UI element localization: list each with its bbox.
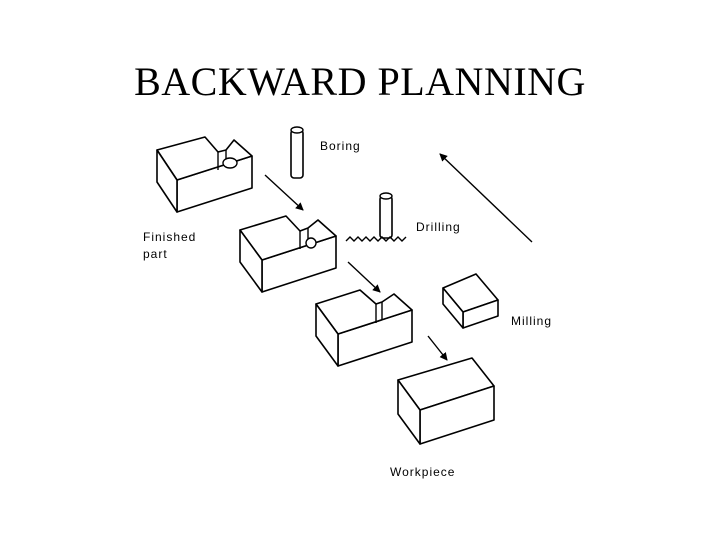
small-hole-icon xyxy=(305,237,317,249)
milled-chunk-block xyxy=(442,273,499,329)
label-milling: Milling xyxy=(511,314,552,328)
bored-part-block xyxy=(239,215,337,293)
arrow-drilling xyxy=(347,261,381,293)
drilled-part-block xyxy=(315,289,413,367)
label-part: part xyxy=(143,247,168,261)
boring-tool xyxy=(290,126,304,179)
slide-title: BACKWARD PLANNING xyxy=(134,59,586,104)
label-boring: Boring xyxy=(320,139,361,153)
label-workpiece: Workpiece xyxy=(390,465,455,479)
hole-icon xyxy=(222,157,238,169)
workpiece-block xyxy=(397,357,495,445)
label-drilling: Drilling xyxy=(416,220,461,234)
arrow-boring xyxy=(264,174,304,211)
finished-part-block xyxy=(156,136,253,213)
label-finished: Finished xyxy=(143,230,196,244)
arrow-milling xyxy=(427,335,448,361)
backward-arrow xyxy=(439,153,533,243)
drilling-tool xyxy=(345,192,407,242)
chips-icon xyxy=(345,236,407,242)
